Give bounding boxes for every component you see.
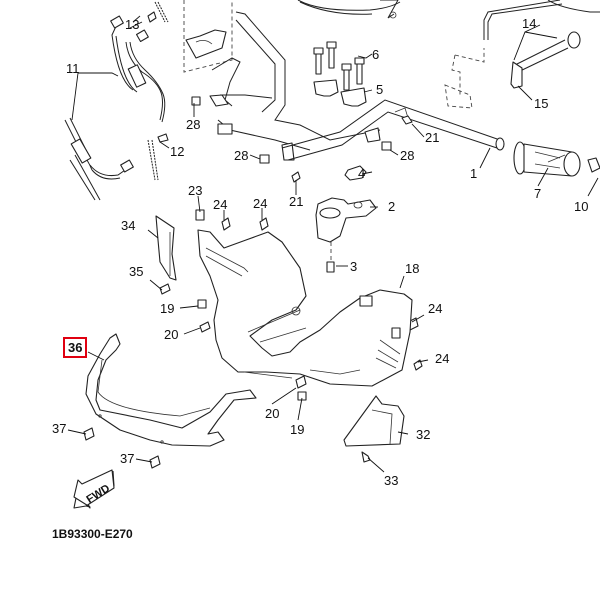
- part-label-18[interactable]: 18: [405, 261, 420, 276]
- part-label-28b[interactable]: 28: [234, 148, 249, 163]
- part-label-1[interactable]: 1: [470, 166, 478, 181]
- upper-holder-5: [313, 79, 367, 107]
- part-label-36-highlighted[interactable]: 36: [63, 337, 88, 358]
- part-label-5[interactable]: 5: [376, 82, 384, 97]
- throttle-cable-11: [64, 1, 169, 201]
- part-label-24b[interactable]: 24: [253, 196, 268, 211]
- part-label-24c[interactable]: 24: [428, 301, 443, 316]
- part-label-34[interactable]: 34: [121, 218, 136, 233]
- part-label-32[interactable]: 32: [416, 427, 431, 442]
- leader-lines: [67, 21, 599, 473]
- lower-cowl-36[interactable]: [85, 333, 257, 447]
- part-label-14[interactable]: 14: [522, 16, 537, 31]
- diagram-code: 1B93300-E270: [52, 527, 133, 541]
- top-cover-edge: [297, 0, 600, 19]
- part-label-37b[interactable]: 37: [120, 451, 135, 466]
- nut-4: [344, 165, 367, 181]
- handlebar-1: [281, 99, 505, 161]
- part-label-3[interactable]: 3: [350, 259, 358, 274]
- side-panel-34: [155, 215, 177, 281]
- part-label-12[interactable]: 12: [170, 144, 185, 159]
- part-label-20a[interactable]: 20: [164, 327, 179, 342]
- part-label-4[interactable]: 4: [358, 166, 366, 181]
- fwd-arrow: [73, 469, 115, 509]
- part-label-21b[interactable]: 21: [289, 194, 304, 209]
- part-label-15[interactable]: 15: [534, 96, 549, 111]
- part-label-19a[interactable]: 19: [160, 301, 175, 316]
- side-panel-32: [343, 395, 405, 447]
- bolts-6: [313, 41, 365, 91]
- part-label-6[interactable]: 6: [372, 47, 380, 62]
- lower-holder-2: [315, 197, 377, 273]
- inner-cover: [197, 229, 413, 387]
- handlebar-bracket: [209, 11, 381, 161]
- switch-clamp-inset: [183, 0, 233, 73]
- part-label-37a[interactable]: 37: [52, 421, 67, 436]
- part-label-20b[interactable]: 20: [265, 406, 280, 421]
- part-label-10[interactable]: 10: [574, 199, 589, 214]
- part-label-23[interactable]: 23: [188, 183, 203, 198]
- part-label-2[interactable]: 2: [388, 199, 396, 214]
- lever-14: [483, 0, 581, 89]
- part-label-33[interactable]: 33: [384, 473, 399, 488]
- part-label-28a[interactable]: 28: [186, 117, 201, 132]
- part-label-24a[interactable]: 24: [213, 197, 228, 212]
- part-label-21a[interactable]: 21: [425, 130, 440, 145]
- part-label-11[interactable]: 11: [66, 61, 80, 76]
- part-label-19b[interactable]: 19: [290, 422, 305, 437]
- part-label-7[interactable]: 7: [534, 186, 542, 201]
- grip-7: [513, 141, 581, 177]
- bar-end-10: [587, 157, 600, 173]
- fasteners-upper: [83, 11, 423, 469]
- part-label-35[interactable]: 35: [129, 264, 144, 279]
- part-label-28c[interactable]: 28: [400, 148, 415, 163]
- part-label-13[interactable]: 13: [125, 17, 140, 32]
- part-label-24d[interactable]: 24: [435, 351, 450, 366]
- bracket-dashed: [444, 48, 485, 109]
